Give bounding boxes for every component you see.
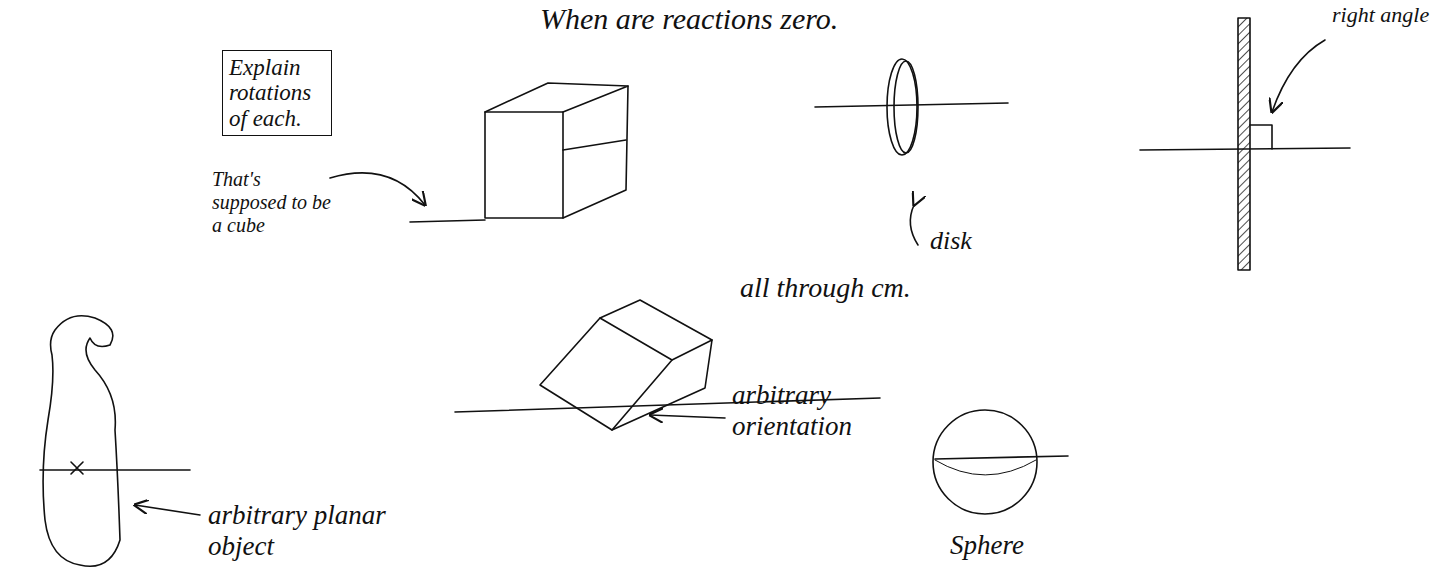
leader-arrow (330, 173, 425, 205)
note-box: Explain rotations of each. (222, 50, 332, 136)
rod-figure (1140, 18, 1350, 270)
handwritten-label: That's supposed to be a cube (212, 168, 332, 237)
handwritten-label: all through cm. (740, 272, 1000, 304)
handwritten-label: arbitrary planar object (208, 500, 398, 562)
planar-object-figure (40, 316, 200, 567)
disk-figure (815, 59, 1008, 245)
cube-figure (410, 83, 628, 222)
handwritten-label: Sphere (950, 530, 1060, 561)
note-text: Explain rotations of each. (229, 55, 325, 131)
handwritten-label: arbitrary orientation (732, 380, 902, 442)
sphere-figure (933, 410, 1068, 514)
handwritten-label: disk (930, 226, 1020, 256)
title-note: When are reactions zero. (540, 2, 838, 37)
tilted-cube-figure (455, 300, 880, 430)
handwritten-label: right angle (1332, 2, 1432, 27)
